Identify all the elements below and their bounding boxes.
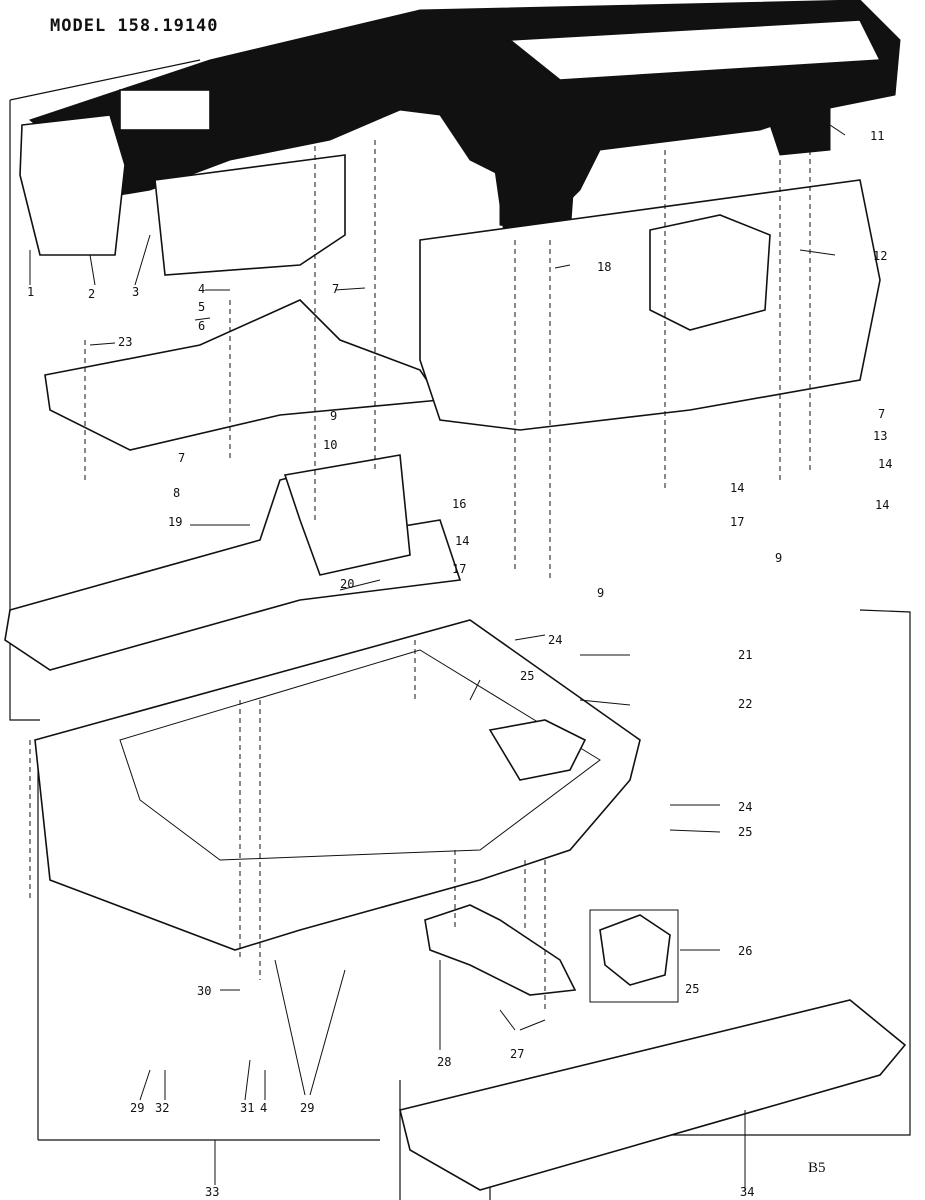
face-cover bbox=[19, 114, 126, 256]
callout-label: 9 bbox=[330, 409, 337, 423]
bracket-22 bbox=[488, 719, 587, 781]
callout-label: 12 bbox=[873, 249, 887, 263]
callout-label: 3 bbox=[132, 285, 139, 299]
callout-label: 16 bbox=[452, 497, 466, 511]
callout-label: 26 bbox=[738, 944, 752, 958]
head-leg-right bbox=[764, 99, 831, 156]
callout-label: 6 bbox=[198, 319, 205, 333]
callout-label: 17 bbox=[452, 562, 466, 576]
callout-label: 10 bbox=[323, 438, 337, 452]
callout-label: 1 bbox=[27, 285, 34, 299]
callout-label: 30 bbox=[197, 984, 211, 998]
head-opening bbox=[119, 89, 211, 131]
callout-label: 7 bbox=[178, 451, 185, 465]
callout-label: 34 bbox=[740, 1185, 754, 1199]
callout-label: 4 bbox=[260, 1101, 267, 1115]
callout-label: 14 bbox=[878, 457, 892, 471]
callout-label: 18 bbox=[597, 260, 611, 274]
callout-label: 23 bbox=[118, 335, 132, 349]
callout-label: 29 bbox=[130, 1101, 144, 1115]
callout-label: 7 bbox=[332, 282, 339, 296]
callout-label: 28 bbox=[437, 1055, 451, 1069]
callout-label: 4 bbox=[198, 282, 205, 296]
callout-label: 29 bbox=[300, 1101, 314, 1115]
callout-label: 25 bbox=[520, 669, 534, 683]
callout-label: 9 bbox=[597, 586, 604, 600]
cap-26 bbox=[599, 914, 671, 986]
callout-label: 14 bbox=[455, 534, 469, 548]
callout-label: 17 bbox=[730, 515, 744, 529]
callout-label: 24 bbox=[548, 633, 562, 647]
callout-label: 14 bbox=[730, 481, 744, 495]
assembly-lines bbox=[29, 65, 811, 1010]
callout-label: 9 bbox=[775, 551, 782, 565]
leader-lines bbox=[29, 124, 846, 1190]
callout-label: 33 bbox=[205, 1185, 219, 1199]
base-inner bbox=[119, 649, 601, 861]
callout-label: 19 bbox=[168, 515, 182, 529]
callout-label: 5 bbox=[198, 300, 205, 314]
motor-box bbox=[649, 214, 771, 331]
callout-label: 32 bbox=[155, 1101, 169, 1115]
belt-cover bbox=[154, 154, 346, 276]
model-number: MODEL 158.19140 bbox=[50, 16, 219, 36]
callout-label: 21 bbox=[738, 648, 752, 662]
callout-label: 31 bbox=[240, 1101, 254, 1115]
bottom-plate bbox=[399, 999, 907, 1191]
callout-label: 7 bbox=[878, 407, 885, 421]
frame-outline bbox=[9, 59, 911, 1200]
callout-label: 14 bbox=[875, 498, 889, 512]
callout-label: 24 bbox=[738, 800, 752, 814]
arm-block bbox=[283, 454, 411, 576]
callout-label: 11 bbox=[870, 129, 884, 143]
callout-label: 2 bbox=[88, 287, 95, 301]
callout-label: 25 bbox=[685, 982, 699, 996]
callout-label: 8 bbox=[173, 486, 180, 500]
callout-label: 27 bbox=[510, 1047, 524, 1061]
arm-bar bbox=[4, 474, 462, 671]
callout-label: 20 bbox=[340, 577, 354, 591]
callout-label: 22 bbox=[738, 697, 752, 711]
callout-label: 13 bbox=[873, 429, 887, 443]
page-code: B5 bbox=[808, 1160, 826, 1176]
hinge-assembly bbox=[424, 904, 577, 996]
cap-detail-box bbox=[589, 909, 679, 1003]
callout-label: 25 bbox=[738, 825, 752, 839]
head-top-panel bbox=[507, 19, 882, 81]
